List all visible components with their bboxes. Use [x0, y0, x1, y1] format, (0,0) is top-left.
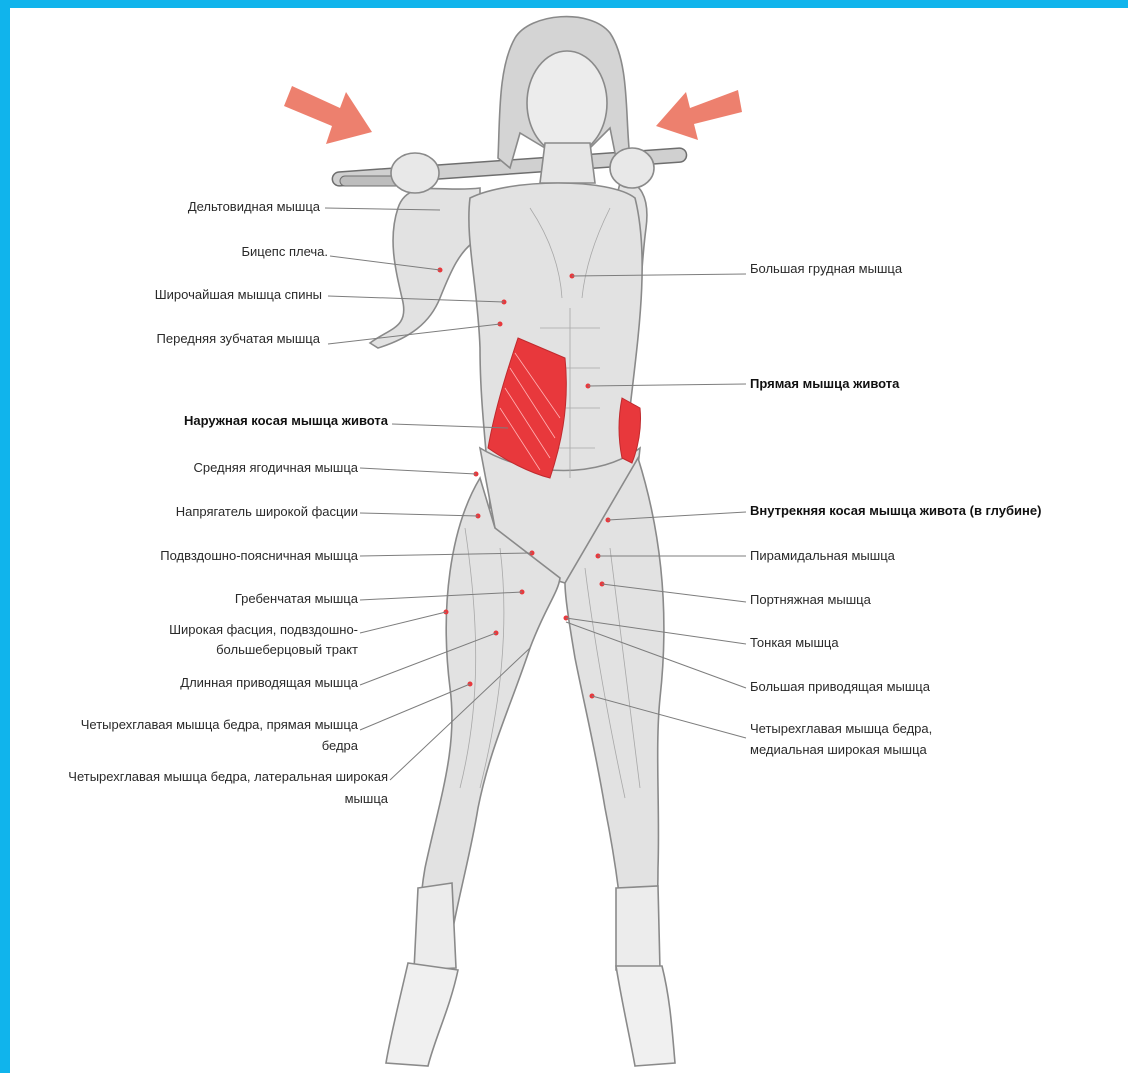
label-serratus: Передняя зубчатая мышца	[157, 328, 320, 350]
label-tfl: Напрягатель широкой фасции	[176, 501, 358, 523]
label-latissimus: Широчайшая мышца спины	[155, 284, 322, 306]
label-pectoralis-major: Большая грудная мышца	[750, 258, 902, 280]
label-vastus-lateralis-2: мышца	[345, 788, 388, 810]
label-vastus-medialis-1: Четырехглавая мышца бедра,	[750, 718, 932, 740]
label-sartorius: Портняжная мышца	[750, 589, 871, 611]
label-gluteus-medius: Средняя ягодичная мышца	[193, 457, 358, 479]
label-it-band-2: большеберцовый тракт	[216, 639, 358, 661]
label-vastus-medialis-2: медиальная широкая мышца	[750, 739, 927, 761]
figure-illustration	[10, 8, 1128, 1073]
label-pectineus: Гребенчатая мышца	[235, 588, 358, 610]
label-biceps: Бицепс плеча.	[241, 241, 328, 263]
motion-arrow-right-icon	[656, 90, 742, 140]
label-external-oblique: Наружная косая мышца живота	[184, 410, 388, 432]
label-gracilis: Тонкая мышца	[750, 632, 839, 654]
motion-arrow-left-icon	[284, 86, 372, 144]
label-internal-oblique: Внутрекняя косая мышца живота (в глубине…	[750, 500, 1041, 522]
anatomy-diagram: Дельтовидная мышца Бицепс плеча. Широчай…	[10, 8, 1128, 1073]
label-rectus-femoris-1: Четырехглавая мышца бедра, прямая мышца	[81, 714, 358, 736]
label-deltoid: Дельтовидная мышца	[188, 196, 320, 218]
label-adductor-longus: Длинная приводящая мышца	[180, 672, 358, 694]
body	[370, 17, 675, 1066]
label-piriformis: Пирамидальная мышца	[750, 545, 895, 567]
label-adductor-magnus: Большая приводящая мышца	[750, 676, 930, 698]
label-it-band-1: Широкая фасция, подвздошно-	[169, 619, 358, 641]
label-rectus-abdominis: Прямая мышца живота	[750, 373, 899, 395]
label-iliopsoas: Подвздошно-поясничная мышца	[160, 545, 358, 567]
label-rectus-femoris-2: бедра	[322, 735, 358, 757]
label-vastus-lateralis-1: Четырехглавая мышца бедра, латеральная ш…	[68, 766, 388, 788]
